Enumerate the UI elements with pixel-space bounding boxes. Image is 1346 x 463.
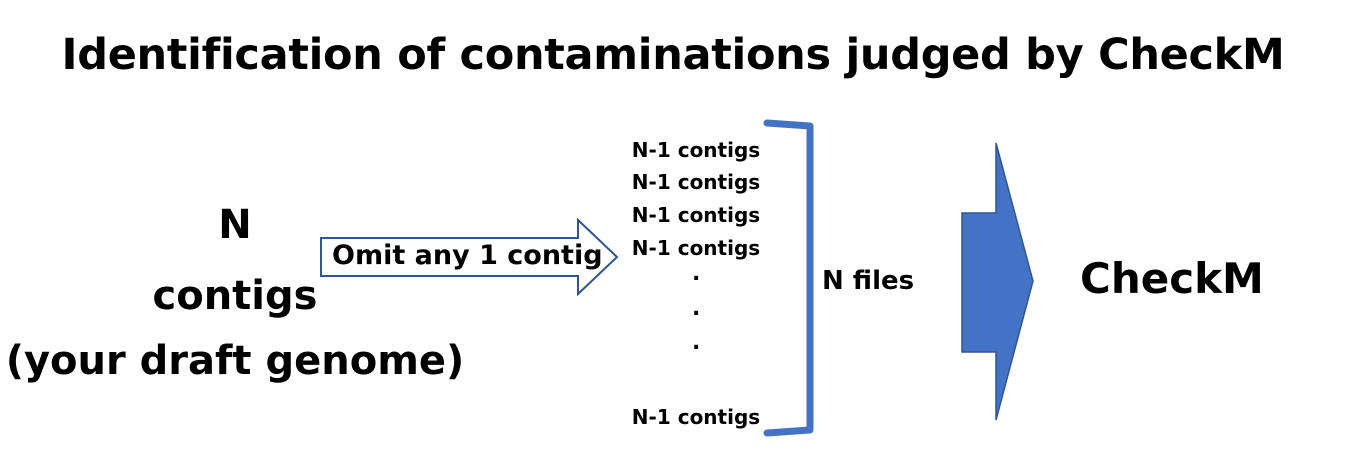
output-label-checkm: CheckM bbox=[1080, 254, 1264, 303]
contig-list-item: N-1 contigs bbox=[631, 138, 761, 162]
contig-list-item-last: N-1 contigs bbox=[631, 405, 761, 429]
contig-list-item: N-1 contigs bbox=[631, 170, 761, 194]
ellipsis-dot: . bbox=[692, 330, 701, 355]
contig-list-item: N-1 contigs bbox=[631, 203, 761, 227]
input-label-draft-genome: (your draft genome) bbox=[5, 338, 465, 384]
files-bracket bbox=[763, 119, 814, 437]
contig-list-item: N-1 contigs bbox=[631, 236, 761, 260]
omit-arrow-shape bbox=[320, 217, 619, 297]
input-label-contigs: contigs bbox=[152, 273, 318, 319]
ellipsis-dot: . bbox=[692, 261, 701, 286]
input-label-n: N bbox=[218, 202, 252, 248]
ellipsis-dot: . bbox=[692, 296, 701, 321]
bracket-label: N files bbox=[822, 266, 915, 296]
diagram-title: Identification of contaminations judged … bbox=[61, 30, 1285, 80]
omit-arrow-label: Omit any 1 contig bbox=[332, 240, 603, 271]
checkm-block-arrow bbox=[961, 142, 1034, 421]
